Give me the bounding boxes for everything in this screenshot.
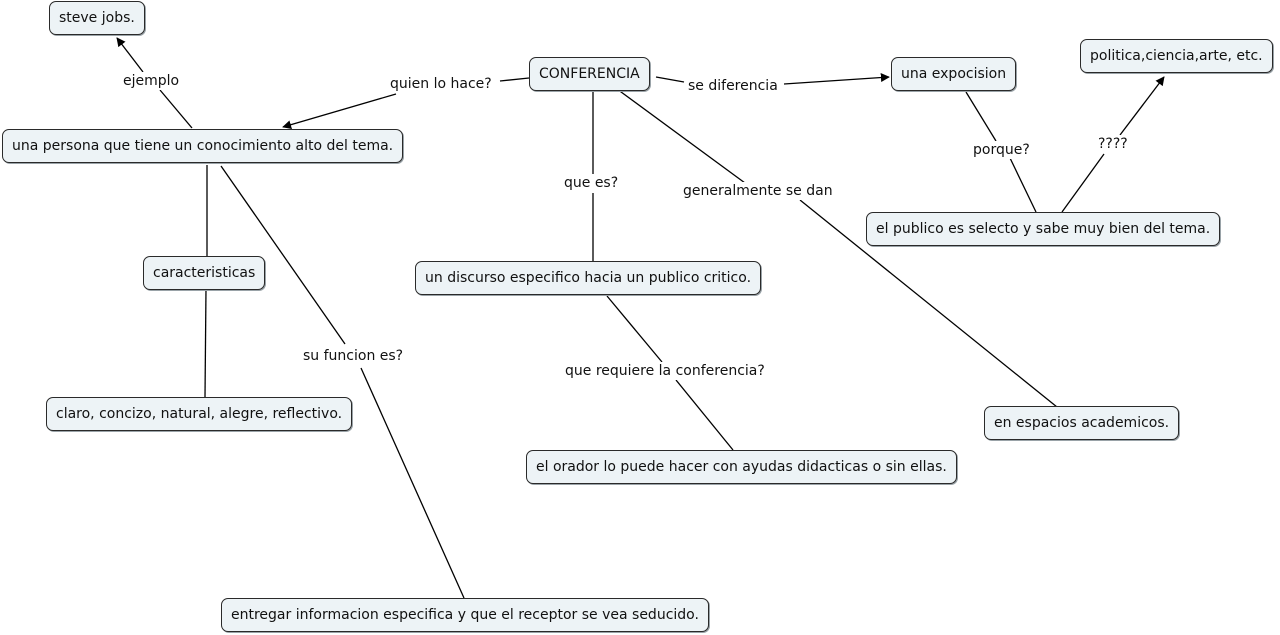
connector-conferencia-generalmente [616, 88, 746, 184]
connector-publico-interrogantes [1061, 153, 1105, 213]
node-politica[interactable]: politica,ciencia,arte, etc. [1080, 39, 1273, 73]
node-orador[interactable]: el orador lo puede hacer con ayudas dida… [526, 450, 957, 484]
arrow-quien-persona [282, 93, 397, 130]
link-label-diferencia: se diferencia [686, 77, 780, 95]
arrow-interrogantes-politica [1119, 76, 1165, 136]
connector-generalmente-espacios [799, 199, 1058, 408]
connector-persona-ejemplo [159, 89, 193, 129]
link-label-ejemplo: ejemplo [121, 72, 182, 90]
connector-conferencia-quien [499, 77, 530, 82]
connector-requiere-orador [675, 379, 734, 451]
node-discurso[interactable]: un discurso especifico hacia un publico … [415, 261, 762, 295]
node-conferencia[interactable]: CONFERENCIA [529, 57, 650, 91]
node-entregar[interactable]: entregar informacion especifica y que el… [221, 598, 709, 632]
connector-funcion-entregar [360, 367, 465, 599]
connector-caracteristicas-claro [204, 287, 207, 398]
node-steve-jobs[interactable]: steve jobs. [49, 1, 145, 35]
node-espacios[interactable]: en espacios academicos. [984, 406, 1180, 440]
link-label-generalmente: generalmente se dan [681, 182, 835, 200]
link-label-requiere: que requiere la conferencia? [563, 362, 767, 380]
link-label-que-es: que es? [562, 174, 621, 192]
link-label-interrogantes: ???? [1096, 135, 1130, 153]
connector-expocision-porque [965, 91, 997, 142]
node-persona[interactable]: una persona que tiene un conocimiento al… [2, 129, 404, 163]
link-label-porque: porque? [971, 141, 1032, 159]
node-publico[interactable]: el publico es selecto y sabe muy bien de… [866, 212, 1221, 246]
node-expocision[interactable]: una expocision [891, 57, 1017, 91]
arrow-diferencia-expocision [783, 73, 890, 85]
node-claro[interactable]: claro, concizo, natural, alegre, reflect… [46, 397, 353, 431]
connector-persona-funcion [220, 165, 346, 345]
arrow-ejemplo-steve [116, 37, 144, 73]
connector-porque-publico [1009, 157, 1037, 213]
connector-conferencia-diferencia [655, 76, 685, 83]
link-label-funcion: su funcion es? [301, 347, 406, 365]
connector-discurso-requiere [606, 295, 663, 363]
node-caracteristicas[interactable]: caracteristicas [143, 256, 266, 290]
link-label-quien: quien lo hace? [388, 75, 494, 93]
